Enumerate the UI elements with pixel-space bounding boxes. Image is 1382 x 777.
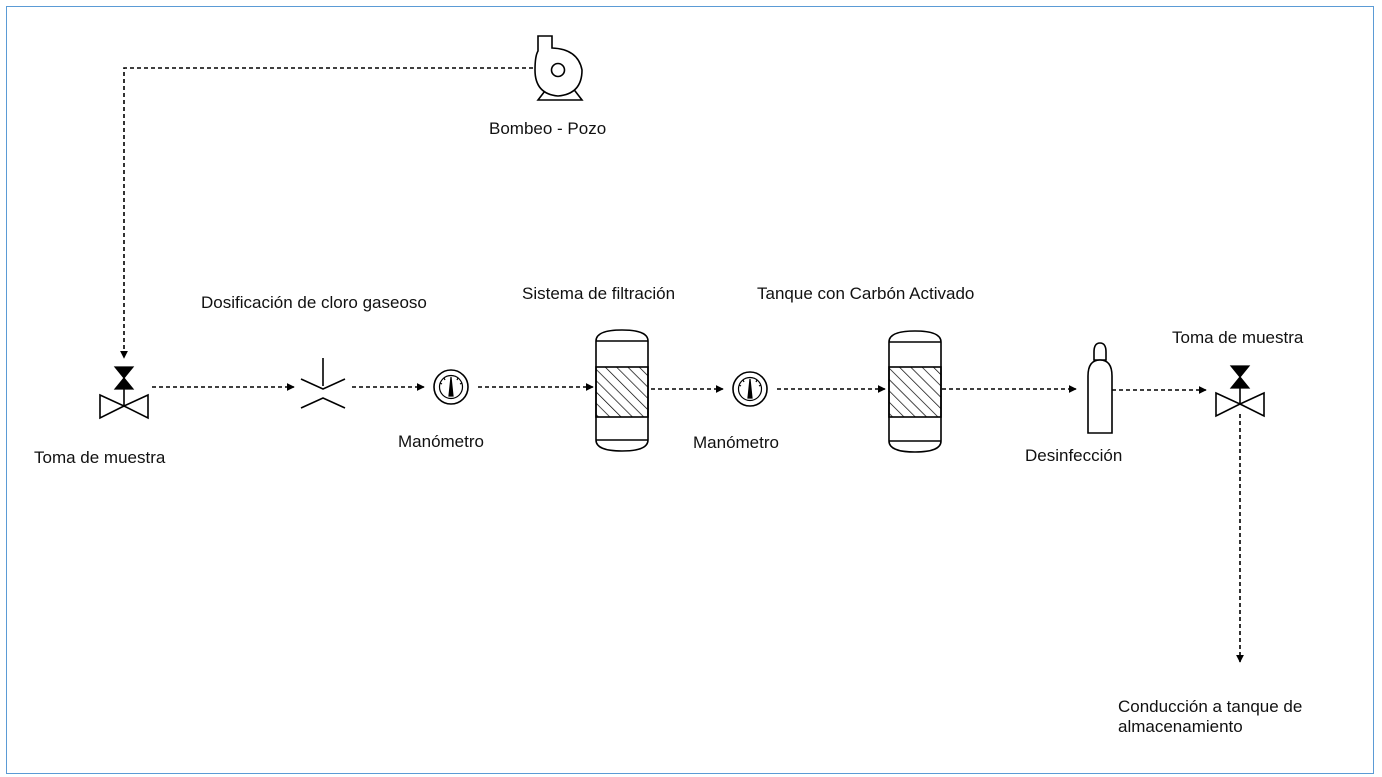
- pump-icon: [534, 35, 584, 101]
- label-manometro-2: Manómetro: [693, 433, 779, 452]
- label-desinfeccion: Desinfección: [1025, 446, 1123, 465]
- diagram-frame: [6, 6, 1374, 774]
- carbon-tank-icon: [888, 330, 942, 453]
- label-toma-muestra-2: Toma de muestra: [1172, 328, 1304, 347]
- label-dosificacion: Dosificación de cloro gaseoso: [201, 293, 427, 312]
- gas-cylinder-icon: [1087, 342, 1113, 434]
- filtration-vessel-icon: [595, 329, 649, 452]
- label-conduccion: Conducción a tanque de almacenamiento: [1118, 697, 1303, 736]
- label-manometro-1: Manómetro: [398, 432, 484, 451]
- label-sistema-filtracion: Sistema de filtración: [522, 284, 676, 303]
- pressure-gauge-icon-2: [732, 371, 768, 407]
- chlorine-dosing-icon: [300, 358, 346, 409]
- label-toma-muestra-1: Toma de muestra: [34, 448, 166, 467]
- sampling-valve-icon-2: [1215, 365, 1265, 418]
- sampling-valve-icon-1: [99, 366, 149, 420]
- label-bombeo-pozo: Bombeo - Pozo: [489, 119, 607, 138]
- label-tanque-carbon: Tanque con Carbón Activado: [757, 284, 975, 303]
- pressure-gauge-icon-1: [433, 369, 469, 405]
- flow-pump-to-valve: [120, 67, 533, 359]
